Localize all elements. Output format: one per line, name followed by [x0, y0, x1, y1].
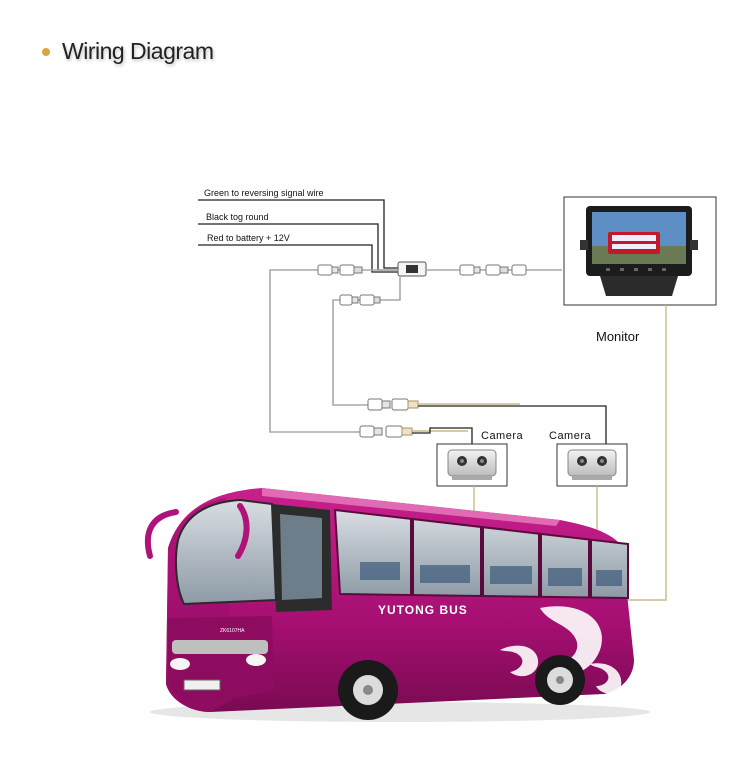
connector-1	[317, 264, 363, 276]
cable-mid-loop	[332, 276, 401, 406]
green-wire	[198, 199, 398, 269]
monitor-label: Monitor	[596, 329, 640, 344]
header: Wiring Diagram	[42, 38, 214, 65]
wire-camera-2	[418, 405, 607, 444]
connector-5	[359, 425, 413, 438]
junction-box	[397, 261, 427, 277]
grille	[172, 640, 268, 654]
wire-camera-1	[412, 427, 473, 444]
red-wire-label: Red to battery + 12V	[207, 233, 290, 243]
headlight-left	[170, 658, 190, 670]
camera-wires-dark	[412, 405, 607, 444]
wheel-rear	[535, 655, 585, 705]
camera-1: Camera	[436, 430, 524, 487]
bus-plate: ZK6107HA	[220, 628, 245, 634]
monitor	[563, 196, 717, 306]
bus: YUTONG BUS ZK6107HA	[144, 488, 650, 722]
connector-3	[339, 294, 381, 306]
connector-4	[367, 398, 419, 411]
camera-wires	[412, 403, 520, 432]
camera-2: Camera	[549, 430, 628, 487]
red-wire	[198, 244, 398, 273]
camera-2-label: Camera	[549, 430, 592, 442]
camera-1-label: Camera	[481, 430, 524, 442]
bus-brand: YUTONG BUS	[378, 603, 468, 617]
bullet-icon	[42, 47, 50, 56]
green-wire-label: Green to reversing signal wire	[204, 188, 324, 198]
swirl-decoration	[500, 606, 622, 694]
black-wire-label: Black tog round	[206, 212, 269, 222]
connector-2	[459, 264, 527, 276]
window-pillars	[410, 518, 592, 598]
connectors	[317, 264, 527, 438]
page-title: Wiring Diagram	[62, 38, 214, 64]
headlight-right	[246, 654, 266, 666]
black-wire	[198, 223, 398, 271]
wire-labels: Green to reversing signal wire Black tog…	[204, 188, 324, 243]
wheel-front	[338, 660, 398, 720]
